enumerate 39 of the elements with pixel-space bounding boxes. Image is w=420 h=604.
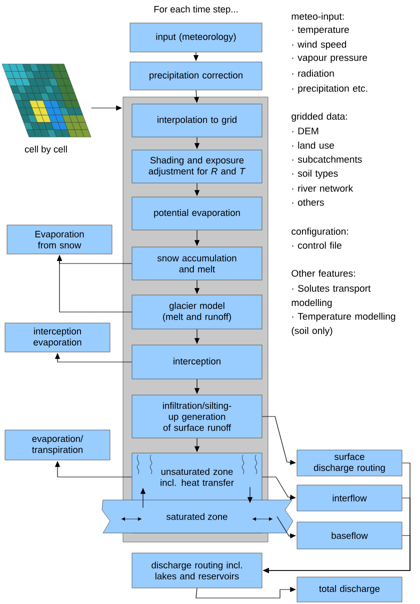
list-item: · precipitation etc. <box>292 84 368 94</box>
runoff-box: baseflow <box>296 522 402 550</box>
list-item: · subcatchments <box>292 156 362 163</box>
list-item: · river network <box>292 184 354 192</box>
runoff-box: total discharge <box>296 576 402 602</box>
list-item: · land use <box>292 142 334 149</box>
list-item: · soil types <box>292 170 338 179</box>
process-box: glacier model (melt and runoff) <box>132 294 262 330</box>
process-box: snow accumulation and melt <box>132 246 262 280</box>
list-item: · radiation <box>292 70 334 77</box>
process-box: discharge routing incl. lakes and reservoirs <box>132 552 262 588</box>
picture-caption: cell by cell <box>24 146 67 154</box>
output-box: Evaporation from snow <box>6 224 112 254</box>
process-box: precipitation correction <box>130 62 262 90</box>
list-heading: gridded data: <box>292 112 347 122</box>
title: For each time step... <box>154 6 238 14</box>
list-heading: configuration: <box>292 228 348 237</box>
process-box: Shading and exposure adjustment for R and T <box>132 150 262 184</box>
picture <box>2 64 92 138</box>
list-item: · control file <box>292 242 342 249</box>
list-item: · others <box>292 198 324 206</box>
output-box: evaporation/ transpiration <box>4 430 110 460</box>
process-box: input (meteorology) <box>130 22 262 52</box>
list-heading: meteo-input: <box>292 12 344 22</box>
list-item: · wind speed <box>292 40 346 50</box>
list-item: · temperature <box>292 26 349 35</box>
process-box: interception <box>132 344 262 380</box>
list-heading: Other features: <box>292 270 355 277</box>
process-box: interpolation to grid <box>132 104 262 138</box>
list-item: · vapour pressure <box>292 56 368 63</box>
runoff-box: surface discharge routing <box>296 450 402 476</box>
output-box: interception evaporation <box>4 322 110 352</box>
runoff-box: interflow <box>296 484 402 512</box>
list-item: · Solutes transport modelling <box>292 284 371 308</box>
list-item: · Temperature modelling (soil only) <box>292 312 396 336</box>
zone-band: saturated zone <box>102 500 294 534</box>
list-item: · DEM <box>292 128 318 134</box>
process-box: infiltration/silting-up generation of surface runoff <box>132 394 262 438</box>
process-box: potential evaporation <box>132 196 262 230</box>
